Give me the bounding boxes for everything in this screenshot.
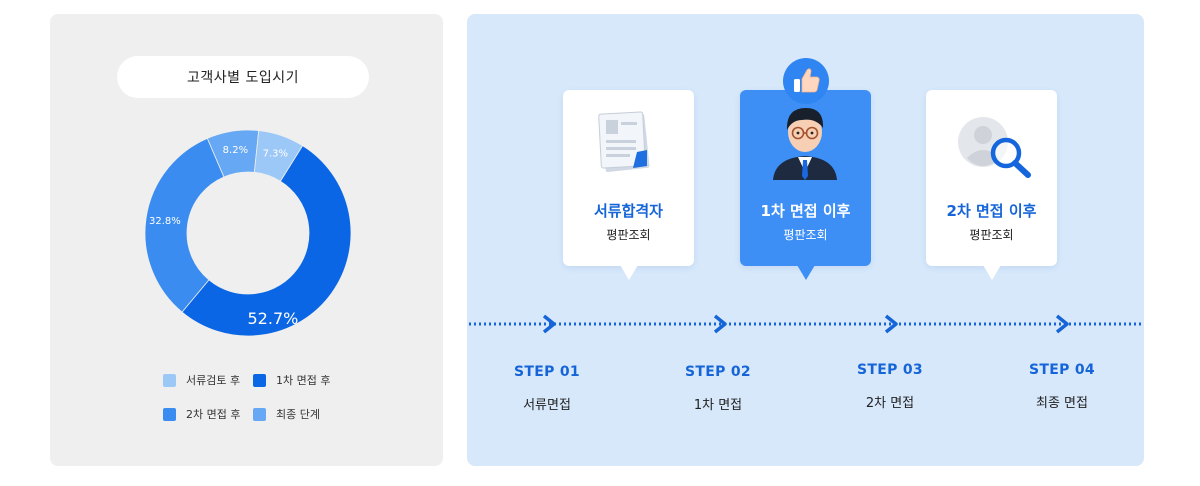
legend-item: 서류검토 후 [163, 372, 240, 388]
step-number: STEP 04 [1029, 362, 1095, 378]
card-pointer [620, 265, 638, 280]
arrow-icon [713, 314, 727, 334]
slice-value-label: 7.3% [263, 149, 288, 160]
legend-item: 최종 단계 [253, 406, 320, 422]
card-subtitle: 평판조회 [969, 228, 1014, 242]
step-number: STEP 03 [857, 362, 923, 378]
slice-value-label: 32.8% [149, 216, 181, 227]
step-03: STEP 03 2차 면접 [830, 362, 950, 411]
document-icon [598, 111, 650, 172]
card-subtitle: 평판조회 [606, 228, 651, 242]
step-01: STEP 01 서류면접 [487, 364, 607, 413]
step-number: STEP 02 [685, 364, 751, 380]
arrow-icon [884, 314, 898, 334]
legend-swatch [253, 373, 266, 387]
card-subtitle: 평판조회 [783, 228, 828, 242]
legend-label: 서류검토 후 [186, 374, 241, 387]
step-label: 1차 면접 [693, 398, 743, 413]
slice-value-label: 8.2% [223, 145, 248, 156]
legend-item: 1차 면접 후 [253, 372, 330, 388]
thumbs-up-icon [794, 68, 820, 93]
step-number: STEP 01 [514, 364, 580, 380]
step-02: STEP 02 1차 면접 [658, 364, 778, 413]
card-first-interview: 1차 면접 이후 평판조회 [740, 90, 871, 280]
legend-label: 2차 면접 후 [186, 408, 241, 421]
legend-item: 2차 면접 후 [163, 406, 240, 422]
card-second-interview: 2차 면접 이후 평판조회 [926, 90, 1057, 280]
arrow-icon [542, 314, 556, 334]
card-title: 서류합격자 [593, 202, 663, 220]
card-title: 2차 면접 이후 [946, 202, 1037, 220]
profile-search-icon [958, 117, 1031, 178]
arrow-icon [1055, 314, 1069, 334]
card-pointer [983, 265, 1001, 280]
person-icon [773, 108, 837, 180]
slice-value-label: 52.7% [248, 309, 299, 328]
thumbs-up-badge [783, 58, 829, 104]
card-title: 1차 면접 이후 [760, 202, 851, 220]
donut-slice [253, 130, 304, 182]
legend-label: 1차 면접 후 [276, 374, 331, 387]
step-label: 서류면접 [523, 398, 571, 413]
chart-title: 고객사별 도입시기 [117, 56, 369, 98]
legend-label: 최종 단계 [276, 408, 320, 421]
legend-swatch [253, 407, 266, 421]
card-pointer [797, 265, 815, 280]
step-label: 2차 면접 [865, 396, 915, 411]
step-04: STEP 04 최종 면접 [1002, 362, 1122, 411]
donut-slice [144, 137, 225, 313]
legend-swatch [163, 407, 176, 421]
legend-swatch [163, 373, 176, 387]
card-document-pass: 서류합격자 평판조회 [563, 90, 694, 280]
donut-slice [181, 145, 352, 337]
step-label: 최종 면접 [1036, 396, 1088, 411]
